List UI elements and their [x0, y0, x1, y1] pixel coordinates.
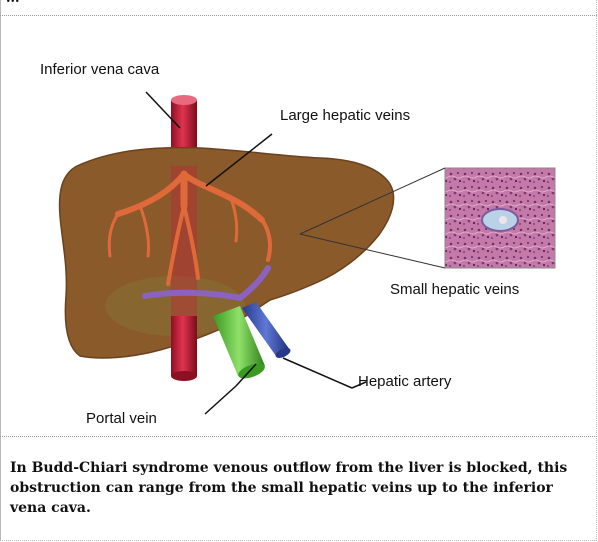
label-hepatic-artery: Hepatic artery — [358, 373, 452, 390]
label-small-hepatic-veins: Small hepatic veins — [390, 281, 519, 298]
caption-divider — [0, 436, 597, 437]
label-portal-vein: Portal vein — [86, 410, 157, 427]
top-strip: ... — [0, 0, 597, 16]
histology-inset — [445, 168, 555, 268]
label-large-hepatic-veins: Large hepatic veins — [280, 107, 410, 124]
liver-diagram-svg: Inferior vena cava Large hepatic veins S… — [0, 16, 597, 436]
figure-caption: In Budd-Chiari syndrome venous outflow f… — [10, 458, 585, 518]
top-fragment-text: ... — [6, 0, 20, 6]
label-inferior-vena-cava: Inferior vena cava — [40, 61, 160, 78]
liver-diagram: Inferior vena cava Large hepatic veins S… — [0, 16, 597, 436]
